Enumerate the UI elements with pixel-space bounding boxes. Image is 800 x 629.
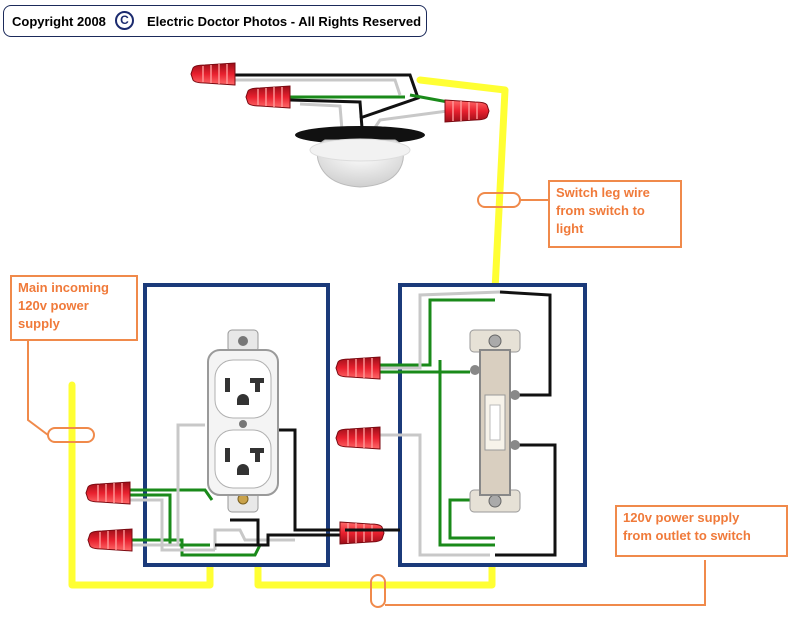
copyright-icon: C <box>115 11 134 30</box>
switch-leg-cable <box>416 76 509 294</box>
duplex-receptacle-icon <box>207 329 279 513</box>
outlet-wires <box>130 423 345 557</box>
wire-nut-icon <box>335 356 381 380</box>
switch-wires <box>345 290 557 557</box>
copyright-banner: Copyright 2008 C Electric Doctor Photos … <box>3 5 427 37</box>
wire-nut-icon <box>87 528 133 552</box>
ceiling-light-fixture-icon <box>295 126 425 188</box>
wire-nut-icon <box>85 481 131 505</box>
main-supply-label: Main incoming 120v power supply <box>10 275 138 341</box>
outlet-to-switch-label: 120v power supply from outlet to switch <box>615 505 788 557</box>
copyright-year: Copyright 2008 <box>12 14 106 29</box>
callout-leaders <box>27 192 706 608</box>
wire-nut-icon <box>190 62 236 86</box>
switch-leg-label: Switch leg wire from switch to light <box>548 180 682 248</box>
single-pole-switch-icon <box>469 329 521 513</box>
wire-nut-icon <box>339 521 385 545</box>
copyright-owner: Electric Doctor Photos - All Rights Rese… <box>147 14 422 29</box>
wire-nut-icon <box>245 85 291 109</box>
wire-nut-icon <box>335 426 381 450</box>
wire-nut-icon <box>444 99 490 123</box>
